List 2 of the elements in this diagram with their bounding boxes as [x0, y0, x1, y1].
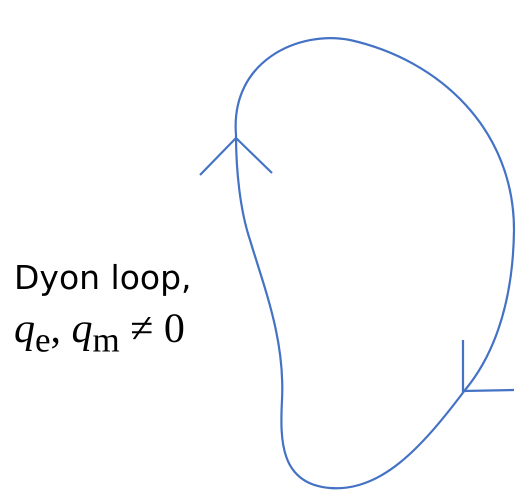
caption-text: Dyon loop,: [14, 258, 192, 297]
math-formula: q$_{e}$, q$_{m}$ ≠ 0: [14, 305, 185, 360]
